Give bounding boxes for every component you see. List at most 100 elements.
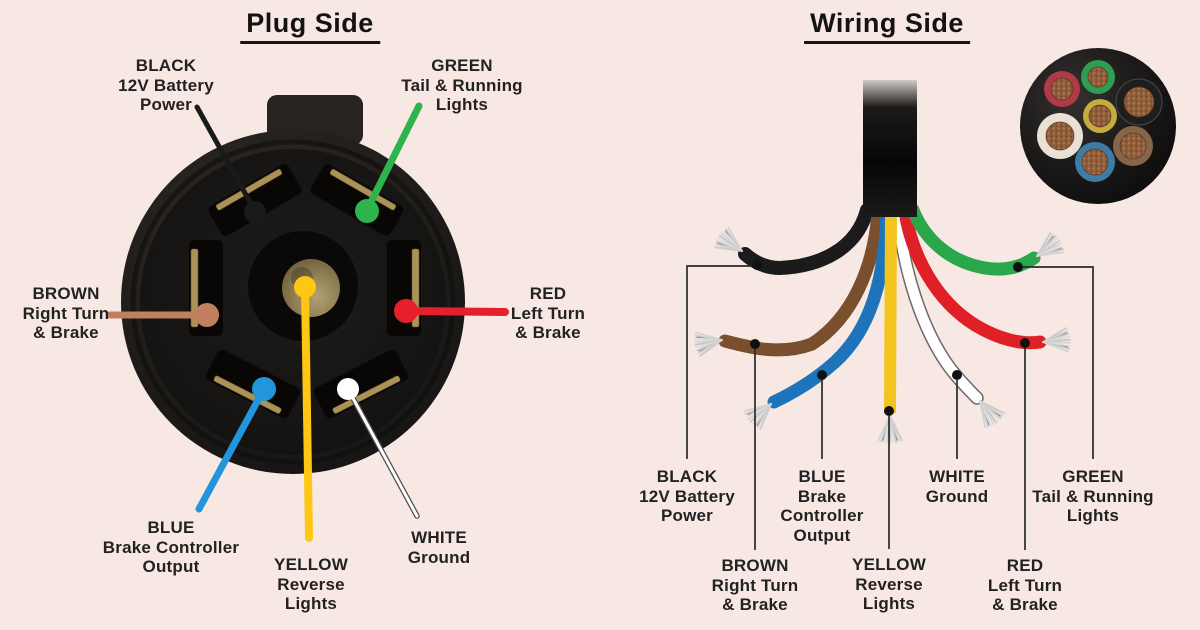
label-line: Power: [660, 506, 714, 525]
label-line: & Brake: [722, 595, 788, 614]
wiring-label-red: RED Left Turn & Brake: [988, 556, 1062, 615]
label-line: Lights: [284, 594, 338, 613]
label-line: RED: [1006, 556, 1044, 575]
black-pointer-line: [194, 104, 258, 214]
plug-label-blue: BLUE Brake Controller Output: [103, 518, 239, 577]
cable-jacket: [863, 80, 917, 217]
red-wire-fray: [1041, 326, 1072, 355]
white-terminal-dot: [337, 378, 359, 400]
blue-leader-dot: [817, 370, 827, 380]
cross-section-brown-wire: [1113, 126, 1153, 166]
plug-terminal-dots: [195, 199, 418, 401]
plug-label-yellow: YELLOW Reverse Lights: [274, 555, 348, 614]
label-line: Reverse: [277, 574, 345, 594]
plug-connector: [121, 95, 465, 474]
label-line: Controller: [780, 506, 864, 525]
label-line: Lights: [862, 594, 916, 613]
blue-wire-path: [767, 205, 894, 409]
blue-pointer-line: [195, 385, 268, 513]
green-wire-path: [906, 203, 1041, 276]
label-line: Tail & Running: [401, 75, 523, 95]
label-line: GREEN: [1062, 467, 1124, 486]
label-line: Ground: [925, 486, 989, 506]
wiring-label-white: WHITE Ground: [926, 467, 989, 506]
terminal-slot-bottom-left: [206, 349, 300, 419]
wiring-label-black: BLACK 12V Battery Power: [639, 467, 735, 526]
label-line: RED: [529, 284, 567, 303]
yellow-terminal-dot: [294, 276, 316, 298]
wiring-label-yellow: YELLOW Reverse Lights: [852, 555, 926, 614]
plug-label-brown: BROWN Right Turn & Brake: [23, 284, 110, 343]
plug-label-green: GREEN Tail & Running Lights: [401, 56, 522, 115]
brown-terminal-dot: [195, 303, 219, 327]
plug-label-black: BLACK 12V Battery Power: [118, 56, 214, 115]
cross-section-blue-wire: [1075, 142, 1115, 182]
label-line: Right Turn: [22, 303, 110, 323]
wiring-label-green: GREEN Tail & Running Lights: [1032, 467, 1153, 526]
terminal-slot-bottom-right: [314, 349, 408, 419]
label-line: YELLOW: [852, 555, 926, 574]
label-line: 12V Battery: [118, 75, 214, 95]
label-line: Tail & Running: [1032, 486, 1154, 506]
wiring-label-brown: BROWN Right Turn & Brake: [712, 556, 799, 615]
blue-terminal-dot: [252, 377, 276, 401]
terminal-slot-top-right: [310, 164, 404, 236]
wiring-side-title: Wiring Side: [804, 8, 970, 44]
yellow-wire-fray: [877, 415, 903, 444]
black-wire-path: [738, 203, 874, 276]
green-leader-dot: [1013, 262, 1023, 272]
yellow-leader-dot: [884, 406, 894, 416]
white-leader-dot: [952, 370, 962, 380]
red-wire-path: [898, 205, 1047, 350]
red-terminal-dot: [394, 299, 418, 323]
wiring-leader-lines: [686, 265, 1094, 550]
white-pointer-line: [346, 387, 419, 518]
wiring-fanout: [686, 80, 1094, 550]
label-line: Lights: [1066, 506, 1120, 525]
brown-leader-dot: [750, 339, 760, 349]
label-line: Output: [793, 525, 851, 545]
label-line: BLACK: [656, 467, 718, 486]
label-line: YELLOW: [274, 555, 348, 574]
label-line: Output: [142, 557, 200, 576]
plug-label-red: RED Left Turn & Brake: [511, 284, 585, 343]
label-line: WHITE: [411, 528, 467, 547]
yellow-wire-path: [884, 211, 897, 414]
wiring-leader-dots: [750, 260, 1030, 416]
label-line: BROWN: [32, 284, 100, 303]
green-terminal-dot: [355, 199, 379, 223]
cross-section-green-wire: [1081, 60, 1115, 94]
red-pointer-line: [402, 307, 509, 316]
label-line: Reverse: [855, 574, 923, 594]
green-leader-line: [1023, 266, 1094, 459]
black-leader-dot: [752, 260, 762, 270]
label-line: Brake Controller: [102, 537, 240, 557]
label-line: & Brake: [515, 323, 581, 342]
cable-cross-section: [1020, 48, 1176, 204]
white-wire-path: [892, 206, 983, 404]
cross-section-yellow-wire: [1083, 99, 1117, 133]
plug-label-white: WHITE Ground: [408, 528, 471, 567]
label-line: Left Turn: [987, 575, 1063, 595]
red-leader-dot: [1020, 338, 1030, 348]
label-line: Left Turn: [510, 303, 586, 323]
label-line: Right Turn: [711, 575, 799, 595]
label-line: BLUE: [798, 467, 846, 486]
brown-wire-fray: [692, 327, 725, 358]
label-line: Ground: [407, 547, 471, 567]
label-line: WHITE: [929, 467, 985, 486]
label-line: BLACK: [135, 56, 197, 75]
black-terminal-dot: [244, 201, 266, 223]
cross-section-black-wire: [1115, 78, 1163, 126]
plug-pointer-lines: [106, 102, 509, 542]
label-line: Brake: [797, 486, 847, 506]
yellow-pointer-line: [301, 284, 313, 542]
label-line: BROWN: [721, 556, 789, 575]
label-line: & Brake: [33, 323, 99, 342]
black-leader-line: [686, 265, 752, 459]
label-line: 12V Battery: [639, 486, 735, 506]
label-line: Lights: [435, 95, 489, 114]
cross-section-red-wire: [1044, 71, 1080, 107]
